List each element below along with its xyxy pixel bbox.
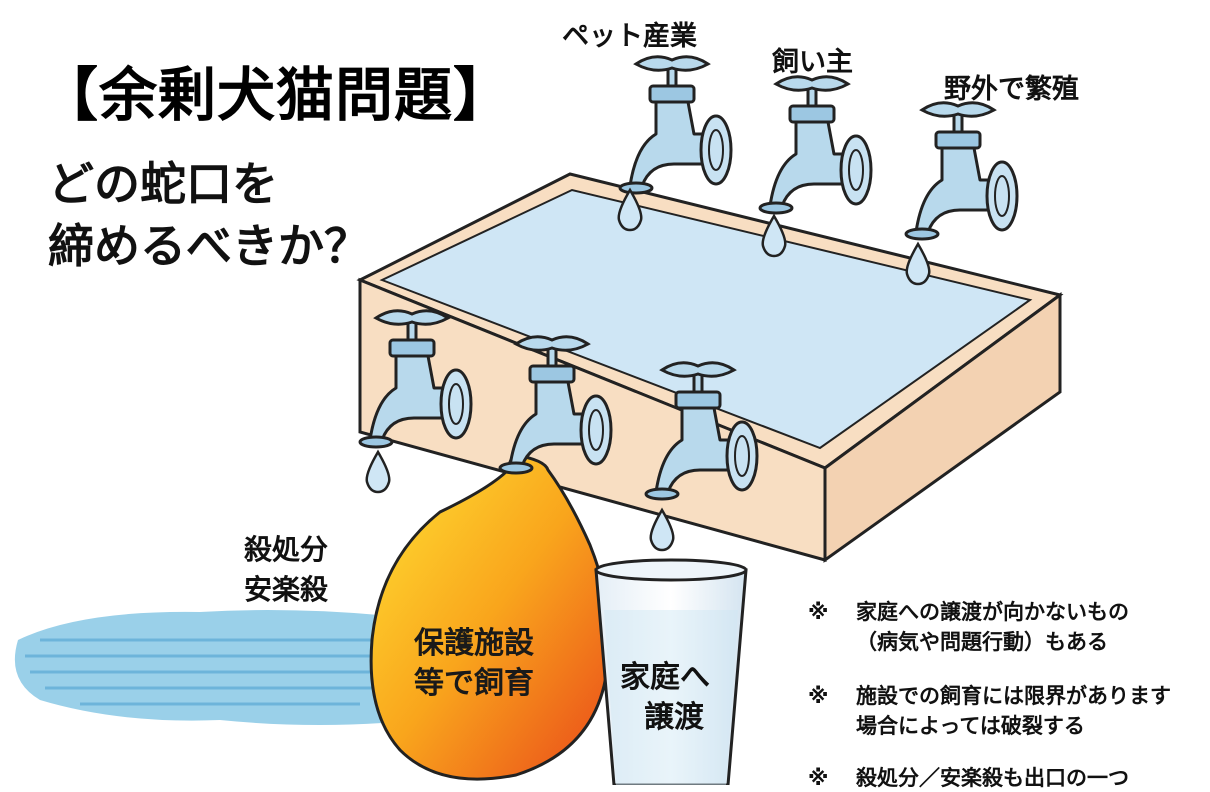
faucet-label-owner: 飼い主 [772, 47, 853, 78]
home-label-line-2: 譲渡 [644, 700, 704, 735]
culling-label-line-2: 安楽殺 [244, 573, 329, 606]
subtitle-line-2: 締めるべきか？ [48, 219, 370, 273]
home-label-line-1: 家庭へ [620, 660, 710, 695]
note-line-2: （病気や問題行動）もある [856, 630, 1108, 654]
faucet-label-wild-breeding: 野外で繁殖 [944, 74, 1079, 105]
page-title: 【余剰犬猫問題】 [40, 61, 513, 129]
water-drop-icon [905, 242, 931, 286]
faucet-wild-breeding [904, 101, 1019, 241]
home-cup [594, 558, 748, 785]
note-mark: ※ [808, 600, 829, 624]
shelter-balloon [369, 453, 612, 781]
note-item: ※ 家庭への譲渡が向かないもの （病気や問題行動）もある [808, 596, 1129, 656]
faucet-label-pet-industry: ペット産業 [562, 21, 697, 52]
note-line-1: 施設での飼育には限界があります [856, 684, 1171, 708]
note-line-1: 殺処分／安楽殺も出口の一つ [856, 766, 1129, 790]
subtitle-line-1: どの蛇口を [48, 157, 278, 211]
note-line-2: 場合によっては破裂する [856, 714, 1085, 738]
culling-puddle [14, 610, 418, 725]
note-line-1: 家庭への譲渡が向かないもの [856, 600, 1129, 624]
culling-label-line-1: 殺処分 [244, 533, 329, 566]
faucet-pet-industry [618, 55, 733, 195]
water-drop-icon [365, 450, 391, 494]
note-mark: ※ [808, 766, 829, 790]
water-tank [356, 172, 1064, 563]
shelter-label-line-2: 等で飼育 [414, 666, 534, 701]
note-mark: ※ [808, 684, 829, 708]
note-item: ※ 殺処分／安楽殺も出口の一つ [808, 762, 1129, 792]
shelter-label-line-1: 保護施設 [414, 626, 534, 661]
faucet-owner [758, 75, 873, 215]
note-item: ※ 施設での飼育には限界があります 場合によっては破裂する [808, 680, 1171, 740]
